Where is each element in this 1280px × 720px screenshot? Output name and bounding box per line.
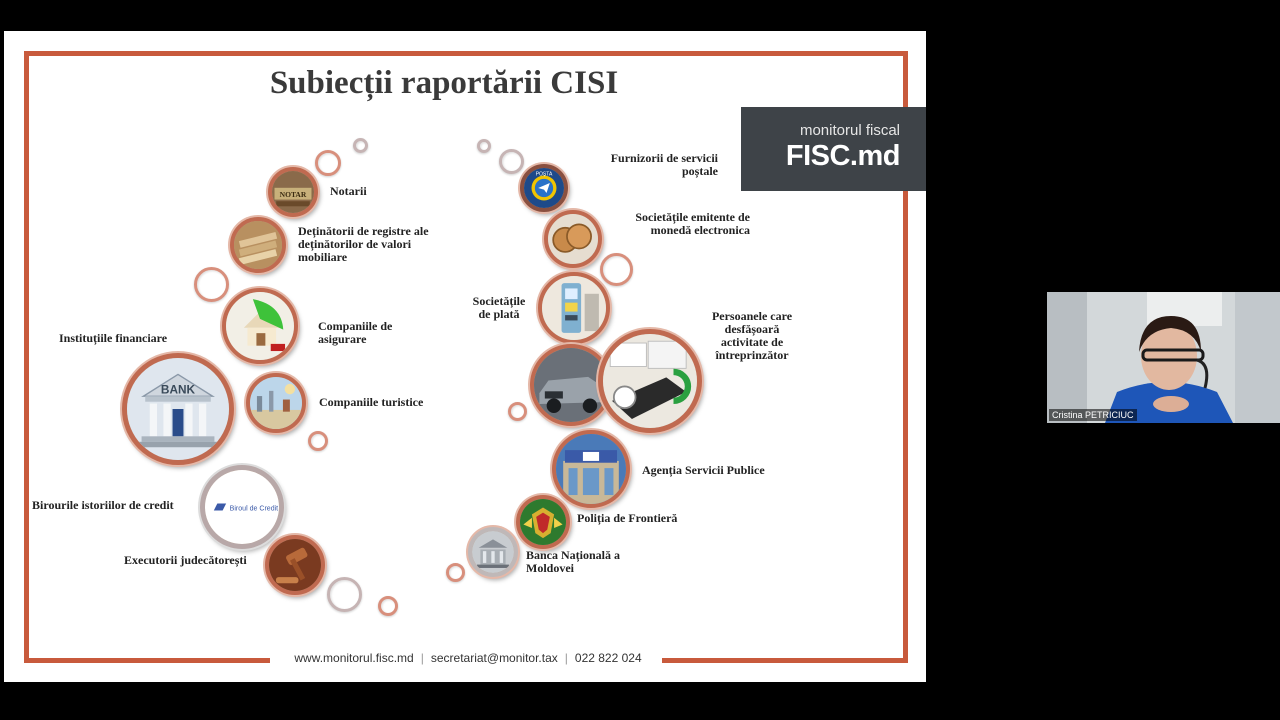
participant-video-frame bbox=[1047, 292, 1280, 423]
bank-sign-text: BANK bbox=[161, 383, 196, 397]
deco-ring bbox=[353, 138, 368, 153]
label-companii-asigurare: Companiile de asigurare bbox=[318, 319, 393, 346]
deco-ring bbox=[446, 563, 465, 582]
post-office-icon: POȘTA bbox=[520, 164, 568, 212]
deco-ring bbox=[378, 596, 398, 616]
deco-ring bbox=[315, 150, 341, 176]
participant-name-label: Cristina PETRICIUC bbox=[1049, 409, 1137, 421]
deco-ring bbox=[327, 577, 362, 612]
label-detinatori-registre: Deținătorii de registre ale deținătorilo… bbox=[298, 224, 429, 264]
posta-logo-text: POȘTA bbox=[536, 172, 553, 178]
insurance-house-icon bbox=[222, 288, 298, 364]
notary-icon: NOTAR bbox=[268, 167, 318, 217]
label-furnizori-postale: Furnizorii de servicii poștale bbox=[610, 151, 718, 178]
deco-ring bbox=[308, 431, 328, 451]
bank-icon: BANK bbox=[122, 353, 234, 465]
label-persoanele-intreprinzator: Persoanele care desfășoară activitate de… bbox=[711, 309, 793, 362]
payment-terminal-icon bbox=[538, 272, 610, 344]
car-icon bbox=[530, 344, 612, 426]
label-executori-judecatoresti: Executorii judecătorești bbox=[124, 553, 247, 567]
credit-bureau-logo-text: Biroul de Credit bbox=[230, 506, 279, 513]
participant-video-tile[interactable]: Cristina PETRICIUC bbox=[1047, 292, 1280, 423]
gavel-icon bbox=[265, 535, 325, 595]
footer-website: www.monitorul.fisc.md bbox=[294, 651, 414, 665]
footer-email: secretariat@monitor.tax bbox=[430, 651, 558, 665]
presentation-slide: Subiecții raportării CISI monitorul fisc… bbox=[4, 31, 926, 682]
label-agentia-servicii-publice: Agenția Servicii Publice bbox=[642, 463, 765, 477]
footer-phone: 022 822 024 bbox=[574, 651, 642, 665]
deco-ring bbox=[600, 253, 633, 286]
label-birouri-credit: Birourile istoriilor de credit bbox=[32, 498, 174, 512]
label-companii-turistice: Companiile turistice bbox=[319, 395, 424, 409]
national-bank-icon bbox=[468, 527, 518, 577]
label-banca-nationala: Banca Națională a Moldovei bbox=[526, 548, 621, 575]
slide-title: Subiecții raportării CISI bbox=[269, 65, 619, 101]
notar-sign-text: NOTAR bbox=[280, 190, 307, 199]
label-politia-frontiera: Poliția de Frontieră bbox=[577, 511, 678, 525]
deco-ring bbox=[477, 139, 491, 153]
label-notarii: Notarii bbox=[330, 184, 367, 198]
tourism-icon bbox=[246, 373, 306, 433]
logo-line1: monitorul fiscal bbox=[799, 122, 900, 139]
border-police-emblem-icon bbox=[516, 495, 570, 549]
slide-footer: www.monitorul.fisc.md|secretariat@monito… bbox=[294, 651, 642, 665]
credit-bureau-icon: Biroul de Credit bbox=[200, 465, 284, 549]
label-moneda-electronica: Societățile emitente de monedă electroni… bbox=[635, 210, 750, 237]
label-societati-plata: Societățile de plată bbox=[472, 294, 526, 321]
entrepreneur-activity-icon bbox=[598, 329, 702, 433]
public-services-agency-icon bbox=[552, 430, 630, 508]
fisc-md-logo: monitorul fiscal FISC.md bbox=[741, 107, 926, 191]
registry-books-icon bbox=[230, 217, 286, 273]
label-institutii-financiare: Instituțiile financiare bbox=[59, 331, 168, 345]
deco-ring bbox=[508, 402, 527, 421]
logo-line2: FISC.md bbox=[785, 140, 901, 172]
deco-ring bbox=[499, 149, 524, 174]
deco-ring bbox=[194, 267, 229, 302]
electronic-money-coins-icon bbox=[544, 210, 602, 268]
